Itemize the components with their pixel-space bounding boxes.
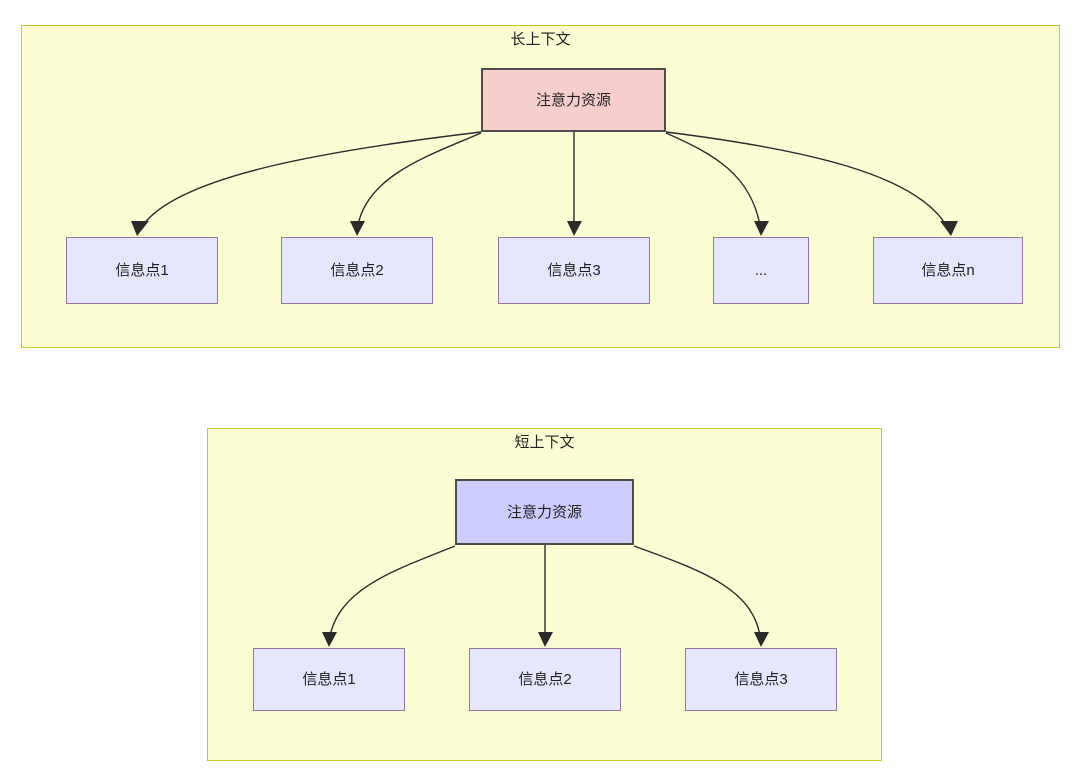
short-context-info-node-2[interactable]: 信息点2 <box>469 648 621 711</box>
short-context-info-node-3[interactable]: 信息点3 <box>685 648 837 711</box>
short-context-info-node-1[interactable]: 信息点1 <box>253 648 405 711</box>
long-context-info-node-n[interactable]: 信息点n <box>873 237 1023 304</box>
long-context-info-node-ellipsis[interactable]: ... <box>713 237 809 304</box>
long-context-info-node-1[interactable]: 信息点1 <box>66 237 218 304</box>
long-context-attention-node[interactable]: 注意力资源 <box>481 68 666 132</box>
long-context-title: 长上下文 <box>510 31 571 48</box>
short-context-attention-node[interactable]: 注意力资源 <box>455 479 634 545</box>
short-context-title: 短上下文 <box>514 434 575 451</box>
long-context-info-node-2[interactable]: 信息点2 <box>281 237 433 304</box>
long-context-info-node-3[interactable]: 信息点3 <box>498 237 650 304</box>
short-context-container <box>207 428 882 761</box>
